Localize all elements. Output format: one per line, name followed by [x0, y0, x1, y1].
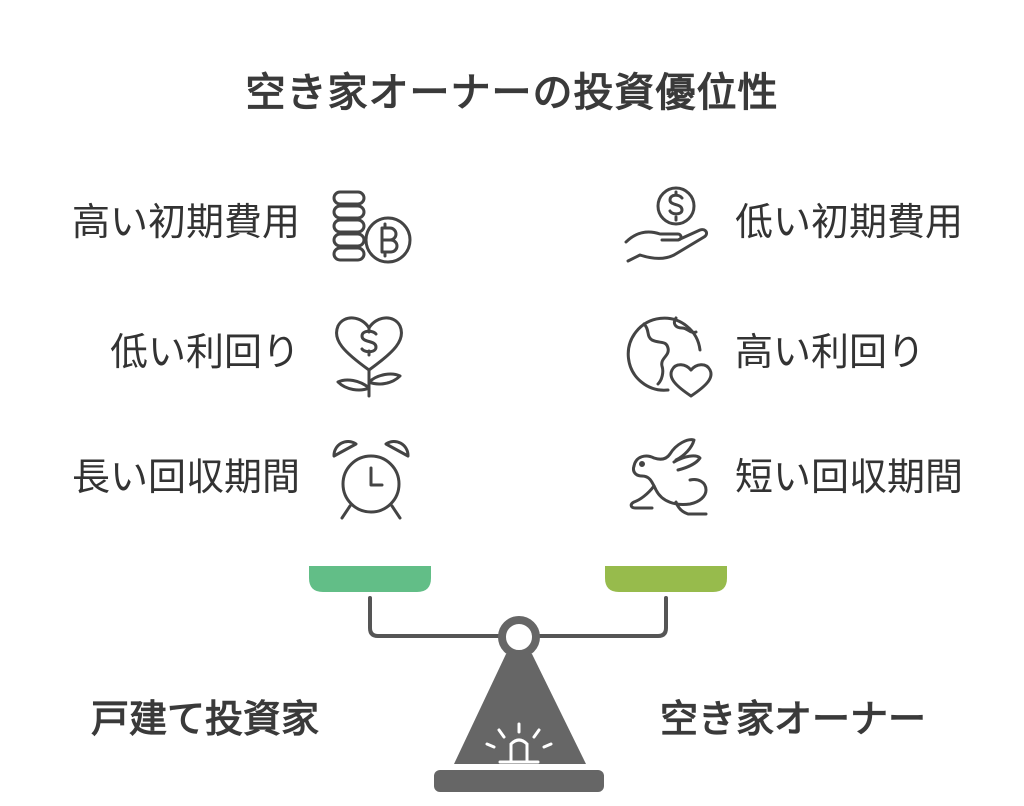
scale-base: [454, 654, 586, 764]
scale-pivot: [498, 616, 540, 658]
coins-bitcoin-icon: [332, 190, 412, 264]
diagram-title: 空き家オーナーの投資優位性: [245, 70, 779, 116]
left-tray: [309, 566, 431, 592]
rabbit-icon: [629, 438, 708, 516]
left-item-yield: 低い利回り: [109, 330, 300, 374]
right-side-label: 空き家オーナー: [660, 697, 927, 741]
right-item-payback: 短い回収期間: [735, 455, 964, 499]
right-item-initial-cost: 低い初期費用: [735, 200, 964, 244]
globe-heart-icon: [626, 316, 713, 398]
bell-icon: [485, 722, 553, 764]
left-item-initial-cost: 高い初期費用: [71, 200, 300, 244]
heart-dollar-plant-icon: [335, 316, 403, 398]
left-item-payback: 長い回収期間: [71, 455, 300, 499]
hand-coin-icon: [624, 186, 709, 263]
right-tray: [605, 566, 727, 592]
scale-foot: [434, 770, 604, 792]
left-side-label: 戸建て投資家: [91, 697, 320, 741]
right-item-yield: 高い利回り: [735, 330, 926, 374]
alarm-clock-icon: [332, 440, 410, 520]
